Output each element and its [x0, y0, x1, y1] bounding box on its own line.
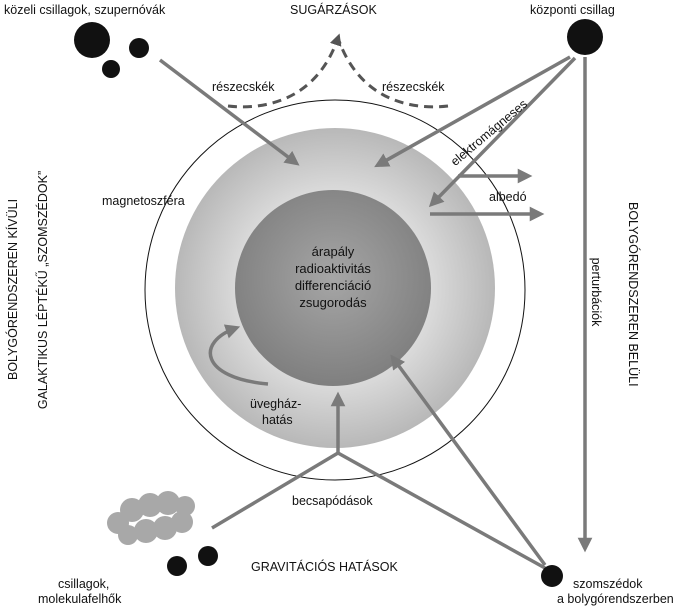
near-stars-label: közeli csillagok, szupernóvák [4, 3, 166, 17]
magnetosphere-label: magnetoszféra [102, 194, 185, 208]
core-processes: árapály radioaktivitás differenciáció zs… [273, 244, 393, 312]
particles-dashed-left [227, 33, 342, 109]
particles-dashed-right [336, 37, 449, 109]
core-process-contraction: zsugorodás [299, 294, 367, 310]
stars-clouds-label-2: molekulafelhők [38, 592, 122, 606]
particles-left-label: részecskék [212, 80, 275, 94]
stars-clouds-label-1: csillagok, [58, 577, 110, 591]
magnetosphere-ring [144, 99, 526, 481]
impacts-label: becsapódások [292, 494, 373, 508]
particles-right-label: részecskék [382, 80, 445, 94]
galactic-star-1 [167, 556, 187, 576]
neighbor-planet [541, 565, 563, 587]
galactic-star-2 [198, 546, 218, 566]
arrow-impact-left [211, 451, 339, 530]
core-process-radioactivity: radioaktivitás [295, 260, 371, 276]
greenhouse-label-1: üvegház- [250, 397, 302, 411]
near-star-small [102, 60, 120, 78]
greenhouse-label-2: hatás [262, 413, 293, 427]
arrow-neighbors-to-planet [390, 354, 547, 567]
albedo-label: albedó [489, 190, 527, 204]
perturbations-label: perturbációk [589, 257, 603, 327]
arrow-greenhouse [208, 324, 269, 386]
neighbors-label-1: szomszédok [573, 577, 643, 591]
arrow-impact-right [337, 451, 546, 570]
planet-core [235, 190, 431, 386]
arrow-near-stars [158, 58, 300, 166]
central-star [567, 19, 603, 55]
core-process-differentiation: differenciáció [294, 277, 372, 293]
central-star-label: központi csillag [530, 3, 615, 17]
neighbors-label-2: a bolygórendszerben [557, 592, 674, 606]
near-star-medium [129, 38, 149, 58]
molecular-cloud-icon [107, 491, 195, 545]
gravitational-title: GRAVITÁCIÓS HATÁSOK [251, 560, 398, 574]
radiation-title: SUGÁRZÁSOK [290, 3, 377, 17]
near-star-large [74, 22, 110, 58]
left-vertical-label-1: BOLYGÓRENDSZEREN KÍVÜLI [6, 198, 20, 380]
arrow-electromagnetic [428, 56, 577, 208]
arrow-central-to-planet [374, 55, 571, 168]
left-vertical-label-2: GALAKTIKUS LÉPTÉKŰ „SZOMSZÉDOK” [36, 170, 50, 410]
core-process-tide: árapály [311, 244, 355, 259]
right-vertical-label: BOLYGÓRENDSZEREN BELÜLI [626, 202, 640, 387]
